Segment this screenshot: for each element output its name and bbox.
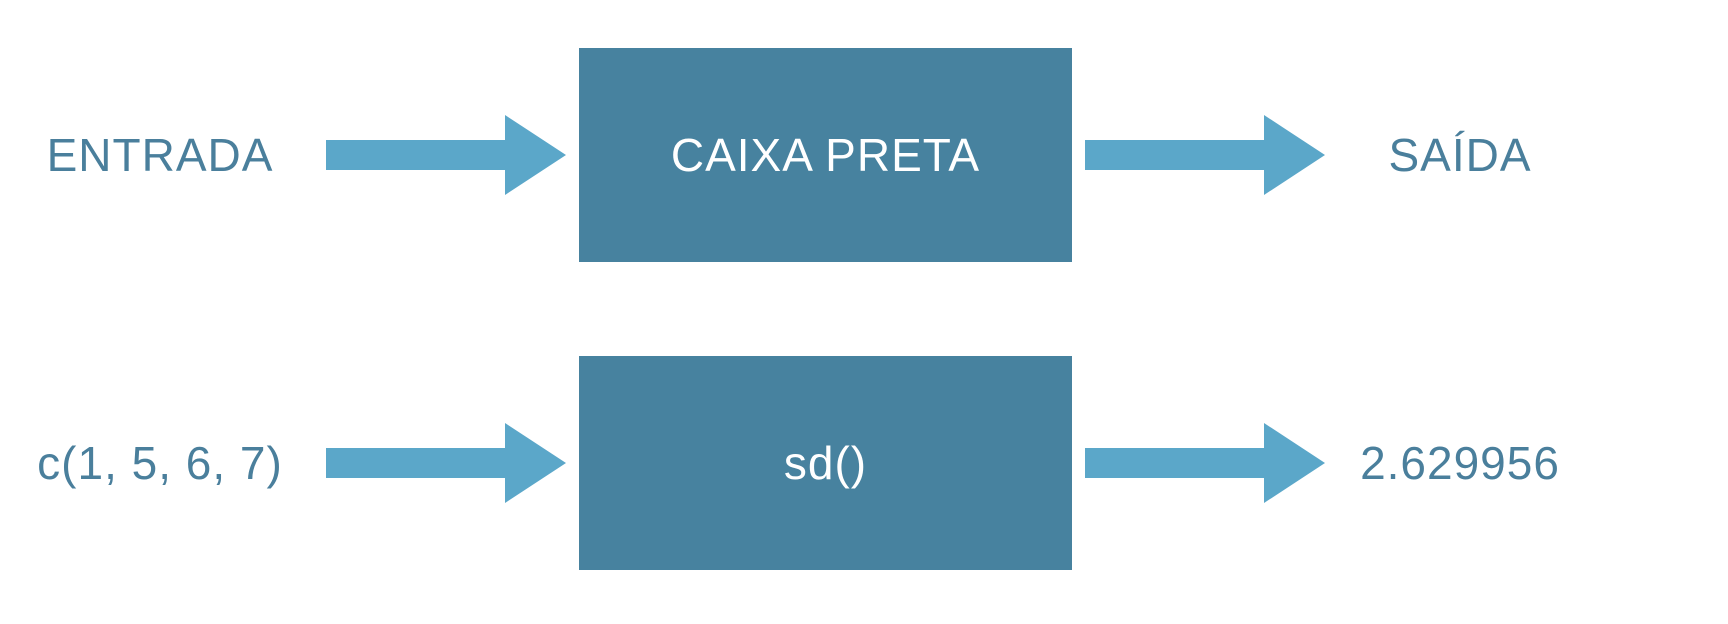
function-box: sd() [579,356,1072,570]
right-arrow-icon [326,423,566,503]
right-arrow-icon [1085,423,1325,503]
input-label: ENTRADA [46,129,274,181]
output-label: SAÍDA [1388,129,1532,181]
concept-row: ENTRADA CAIXA PRETA SAÍDA [0,48,1728,262]
black-box-label: CAIXA PRETA [670,129,981,181]
function-label: sd() [783,437,868,489]
input-value: c(1, 5, 6, 7) [37,437,283,489]
right-arrow-icon [1085,115,1325,195]
right-arrow-icon [326,115,566,195]
output-value: 2.629956 [1360,437,1560,489]
example-row: c(1, 5, 6, 7) sd() 2.629956 [0,356,1728,570]
black-box: CAIXA PRETA [579,48,1072,262]
